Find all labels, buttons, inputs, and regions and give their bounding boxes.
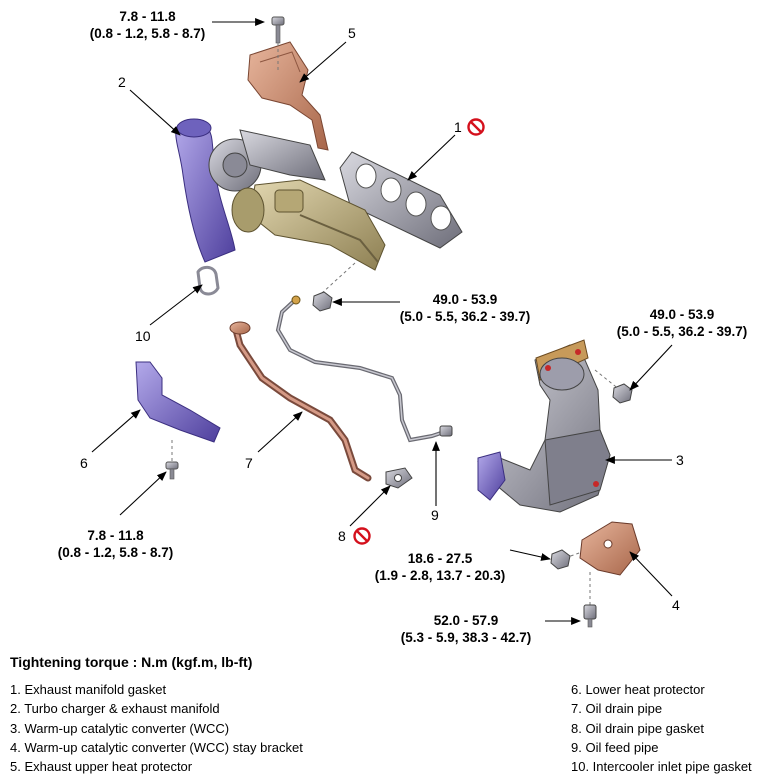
leader-10 — [149, 284, 203, 326]
legend-item: 6. Lower heat protector — [571, 682, 705, 697]
callout-3: 3 — [676, 452, 684, 468]
leader-6 — [91, 409, 141, 453]
legend-item: 4. Warm-up catalytic converter (WCC) sta… — [10, 739, 303, 755]
oil-drain-pipe — [229, 321, 372, 482]
turbo-charger-exhaust-manifold — [175, 118, 386, 271]
legend-item: 3. Warm-up catalytic converter (WCC) — [10, 720, 230, 736]
do-not-reuse-icon — [467, 118, 485, 136]
torque-bottom-value: 52.0 - 57.9 — [433, 613, 499, 628]
legend-left-column: 1. Exhaust manifold gasket 2. Turbo char… — [10, 680, 303, 776]
torque-middle-value: 49.0 - 53.9 — [432, 292, 498, 307]
leader-2 — [129, 89, 181, 136]
leader-8 — [349, 485, 391, 527]
callout-8: 8 — [338, 528, 346, 544]
callout-1: 1 — [454, 119, 462, 135]
legend-item: 2. Turbo charger & exhaust manifold — [10, 701, 220, 717]
bottom-bolt — [583, 604, 597, 628]
legend-item: 10. Intercooler inlet pipe gasket — [571, 759, 752, 775]
torque-top-value: 7.8 - 11.8 — [119, 9, 176, 24]
torque-bracket-value: 18.6 - 27.5 — [407, 551, 473, 566]
legend-right-column: 6. Lower heat protector 7. Oil drain pip… — [571, 680, 752, 776]
callout-4: 4 — [672, 597, 680, 613]
torque-bottom-conversion: (5.3 - 5.9, 38.3 - 42.7) — [400, 630, 532, 645]
torque-label-top: 7.8 - 11.8 (0.8 - 1.2, 5.8 - 8.7) — [80, 8, 215, 42]
left-bolt — [165, 461, 179, 480]
exhaust-upper-heat-protector — [247, 41, 329, 151]
callout-2: 2 — [118, 74, 126, 90]
callout-7: 7 — [245, 455, 253, 471]
leader-left-torque — [119, 471, 167, 516]
legend-title: Tightening torque : N.m (kgf.m, lb-ft) — [10, 654, 253, 670]
torque-label-right: 49.0 - 53.9 (5.0 - 5.5, 36.2 - 39.7) — [602, 306, 762, 340]
intercooler-inlet-pipe-gasket — [196, 265, 220, 296]
torque-bracket-conversion: (1.9 - 2.8, 13.7 - 20.3) — [374, 568, 506, 583]
right-nut — [594, 369, 633, 404]
torque-left-conversion: (0.8 - 1.2, 5.8 - 8.7) — [57, 545, 174, 560]
legend-item: 8. Oil drain pipe gasket — [571, 720, 704, 736]
torque-right-conversion: (5.0 - 5.5, 36.2 - 39.7) — [616, 324, 748, 339]
leader-1 — [407, 134, 456, 181]
torque-label-middle: 49.0 - 53.9 (5.0 - 5.5, 36.2 - 39.7) — [385, 291, 545, 325]
leader-bracket-torque — [509, 549, 551, 561]
leader-4 — [629, 551, 673, 597]
exhaust-manifold-gasket — [339, 151, 463, 249]
leader-5 — [299, 41, 347, 83]
torque-middle-conversion: (5.0 - 5.5, 36.2 - 39.7) — [399, 309, 531, 324]
callout-10: 10 — [135, 328, 151, 344]
torque-right-value: 49.0 - 53.9 — [649, 307, 715, 322]
bracket-bolt — [550, 549, 571, 570]
callout-9: 9 — [431, 507, 439, 523]
leader-right-torque — [629, 344, 673, 391]
top-bolt — [271, 16, 285, 70]
wcc-stay-bracket — [564, 521, 641, 605]
leader-arrows — [91, 18, 673, 625]
warm-up-catalytic-converter — [477, 339, 611, 513]
callout-5: 5 — [348, 25, 356, 41]
oil-drain-pipe-gasket — [385, 467, 413, 489]
middle-nut — [312, 262, 356, 312]
torque-label-bracket: 18.6 - 27.5 (1.9 - 2.8, 13.7 - 20.3) — [360, 550, 520, 584]
lower-heat-protector — [135, 361, 221, 462]
legend-item: 7. Oil drain pipe — [571, 701, 663, 717]
legend-item: 5. Exhaust upper heat protector — [10, 759, 193, 775]
callout-6: 6 — [80, 455, 88, 471]
torque-label-bottom: 52.0 - 57.9 (5.3 - 5.9, 38.3 - 42.7) — [386, 612, 546, 646]
torque-label-left: 7.8 - 11.8 (0.8 - 1.2, 5.8 - 8.7) — [48, 527, 183, 561]
torque-top-conversion: (0.8 - 1.2, 5.8 - 8.7) — [89, 26, 206, 41]
do-not-reuse-icon — [353, 527, 371, 545]
leader-7 — [257, 411, 303, 453]
legend-item: 1. Exhaust manifold gasket — [10, 682, 167, 697]
torque-left-value: 7.8 - 11.8 — [87, 528, 144, 543]
legend-item: 9. Oil feed pipe — [571, 739, 659, 755]
oil-feed-pipe — [275, 295, 453, 443]
